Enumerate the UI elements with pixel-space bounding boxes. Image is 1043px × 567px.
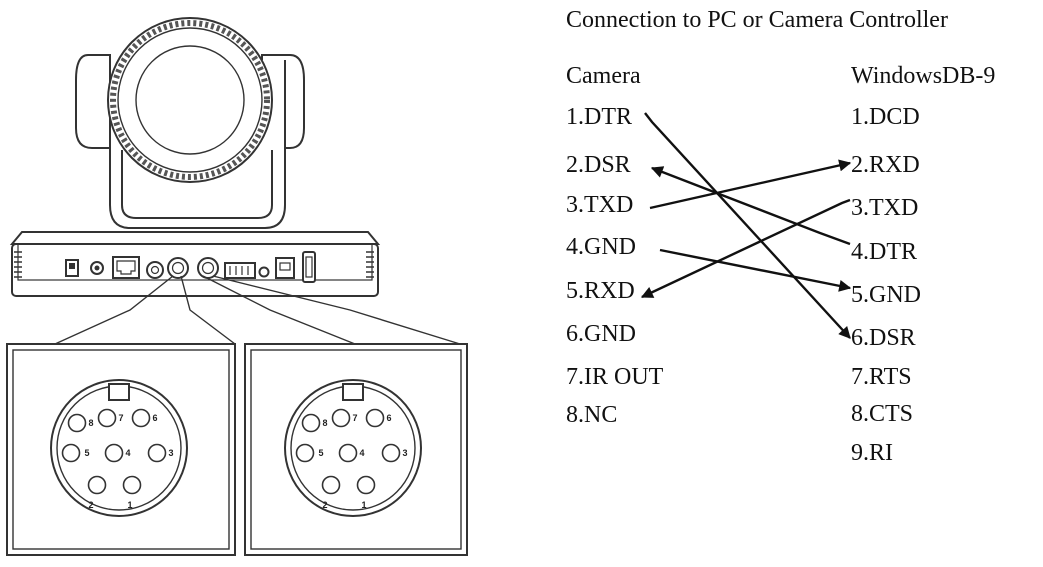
connector-pin-label: 6 bbox=[152, 413, 157, 423]
connector-pin-label: 1 bbox=[361, 500, 366, 510]
db9-column-header: WindowsDB-9 bbox=[851, 63, 996, 89]
camera-pin-6: 6.GND bbox=[566, 321, 636, 347]
connector-pin bbox=[122, 475, 142, 495]
wire-rxd-to-txd bbox=[640, 198, 851, 299]
connector-pin bbox=[365, 408, 385, 428]
connector-pin-label: 7 bbox=[352, 413, 357, 423]
connector-pin bbox=[338, 443, 358, 463]
connector-pin-label: 6 bbox=[386, 413, 391, 423]
camera-pin-4: 4.GND bbox=[566, 234, 636, 260]
camera-pin-1: 1.DTR bbox=[566, 104, 632, 130]
wire-dsr-to-dtr bbox=[650, 166, 851, 246]
camera-pin-7: 7.IR OUT bbox=[566, 364, 664, 390]
db9-pin-7: 7.RTS bbox=[851, 364, 912, 390]
wire-dtr-to-dsr bbox=[644, 112, 851, 339]
connector-pin bbox=[321, 475, 341, 495]
db9-pin-1: 1.DCD bbox=[851, 104, 920, 130]
connector-pin bbox=[87, 475, 107, 495]
db9-pin-6: 6.DSR bbox=[851, 325, 916, 351]
callout-lines bbox=[54, 275, 461, 345]
connector-key-notch bbox=[108, 383, 130, 401]
connector-pin-label: 4 bbox=[359, 448, 364, 458]
camera-lens bbox=[135, 45, 245, 155]
camera-pin-5: 5.RXD bbox=[566, 278, 635, 304]
connector-pin bbox=[381, 443, 401, 463]
left-vent bbox=[14, 251, 22, 278]
connector-pin-label: 7 bbox=[118, 413, 123, 423]
connector-pin-label: 4 bbox=[125, 448, 130, 458]
db9-pin-9: 9.RI bbox=[851, 440, 893, 466]
camera-column-header: Camera bbox=[566, 63, 641, 89]
connector-pin bbox=[301, 413, 321, 433]
camera-illustration: 8 7 6 5 4 3 2 1 8 7 6 5 4 3 2 1 bbox=[6, 17, 468, 556]
reset-button bbox=[258, 266, 270, 278]
connector-pin-label: 3 bbox=[168, 448, 173, 458]
camera-pin-8: 8.NC bbox=[566, 402, 618, 428]
connector-key-notch bbox=[342, 383, 364, 401]
connector-pin-label: 3 bbox=[402, 448, 407, 458]
connector-pin bbox=[97, 408, 117, 428]
camera-pin-3: 3.TXD bbox=[566, 192, 634, 218]
connector-pin bbox=[147, 443, 167, 463]
db9-pin-3: 3.TXD bbox=[851, 195, 919, 221]
db9-pin-4: 4.DTR bbox=[851, 239, 917, 265]
connector-pin bbox=[331, 408, 351, 428]
connector-pin-label: 5 bbox=[318, 448, 323, 458]
db9-pin-8: 8.CTS bbox=[851, 401, 914, 427]
connector-pin-label: 1 bbox=[127, 500, 132, 510]
connector-pin bbox=[131, 408, 151, 428]
connector-pin-label: 2 bbox=[322, 500, 327, 510]
wire-gnd-to-gnd bbox=[659, 248, 852, 292]
connector-pin-label: 8 bbox=[322, 418, 327, 428]
connector-pin bbox=[295, 443, 315, 463]
camera-head-left-side bbox=[75, 54, 111, 149]
diagram-title: Connection to PC or Camera Controller bbox=[566, 7, 948, 33]
wire-txd-to-rxd bbox=[649, 159, 852, 210]
right-vent bbox=[366, 251, 374, 278]
connector-pin-label: 8 bbox=[88, 418, 93, 428]
db9-pin-5: 5.GND bbox=[851, 282, 921, 308]
connector-pin bbox=[61, 443, 81, 463]
connector-pin-label: 5 bbox=[84, 448, 89, 458]
db9-pin-2: 2.RXD bbox=[851, 152, 920, 178]
connector-pin bbox=[67, 413, 87, 433]
connector-pin bbox=[356, 475, 376, 495]
connector-pin-label: 2 bbox=[88, 500, 93, 510]
connector-pin bbox=[104, 443, 124, 463]
camera-pin-2: 2.DSR bbox=[566, 152, 631, 178]
